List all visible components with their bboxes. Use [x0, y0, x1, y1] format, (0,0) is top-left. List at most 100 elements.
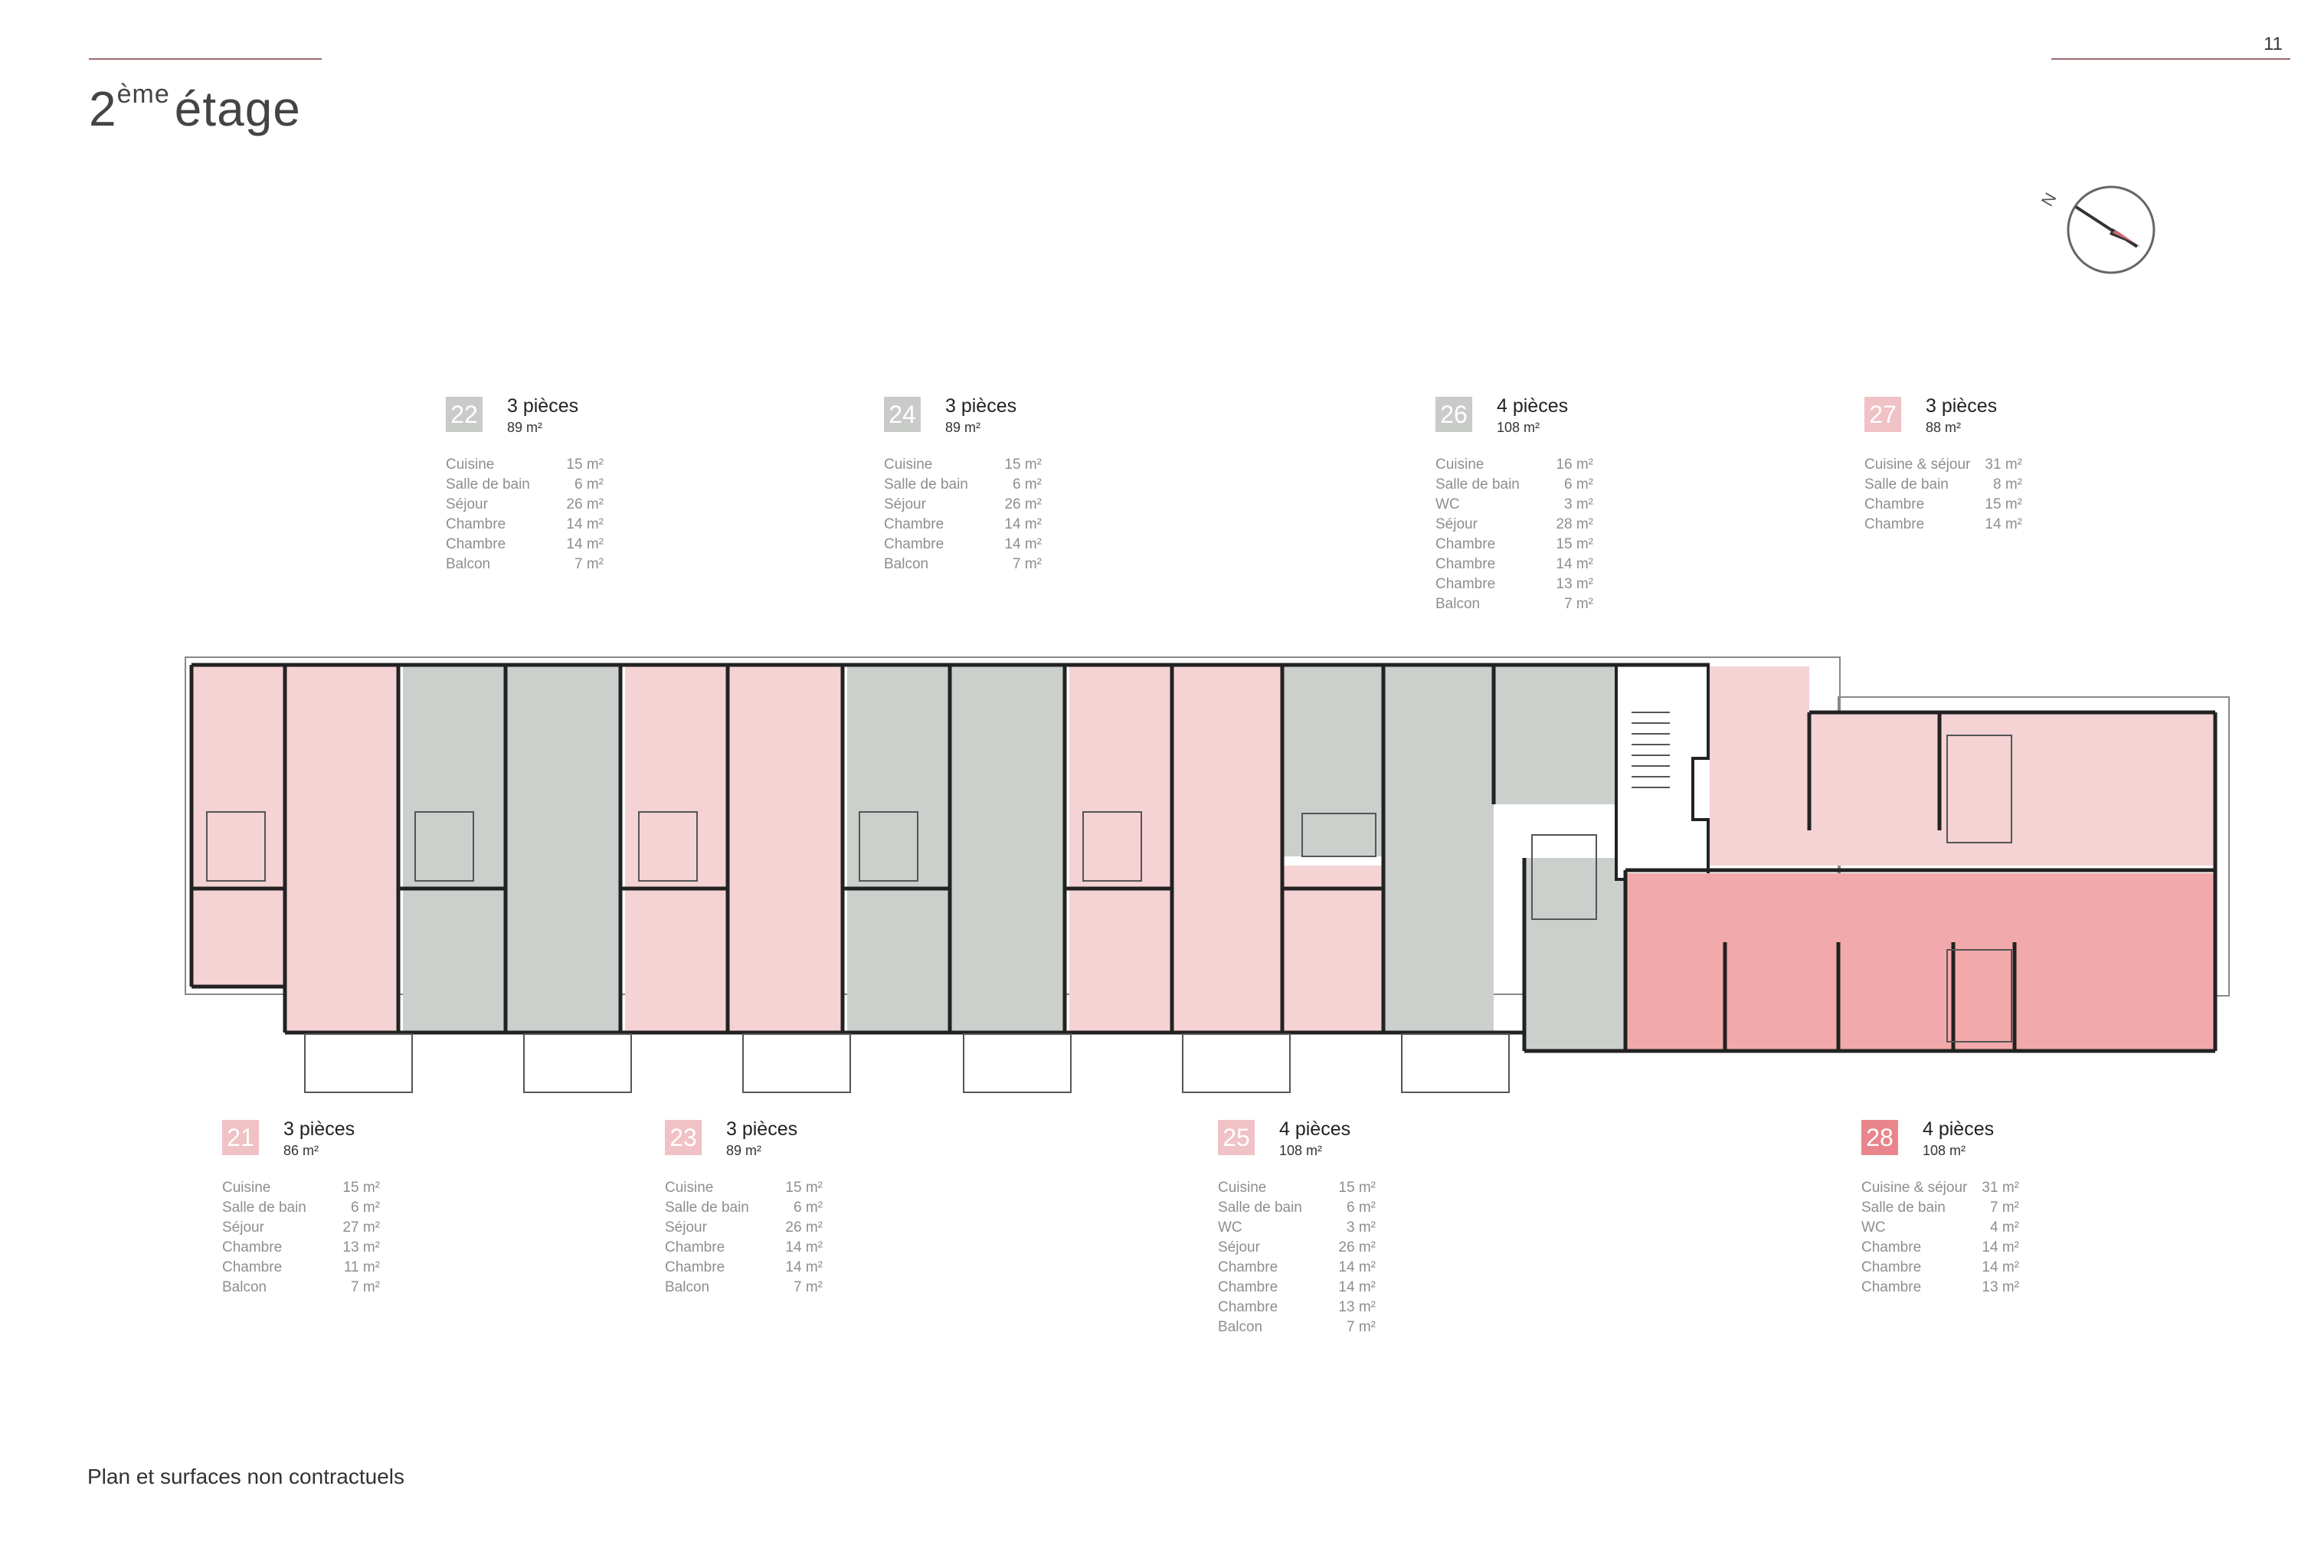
apartment-header: 27 3 pièces 88 m²	[1864, 395, 2022, 440]
room-name: Salle de bain	[222, 1200, 306, 1216]
room-name: WC	[1218, 1219, 1242, 1236]
room-area: 26 m²	[566, 496, 604, 512]
apartment-rooms-count: 3 pièces	[945, 395, 1017, 417]
room-area: 3 m²	[1564, 496, 1593, 512]
room-name: Chambre	[222, 1239, 283, 1255]
room-area: 6 m²	[1347, 1200, 1376, 1216]
room-area: 14 m²	[566, 536, 604, 552]
room-name: Chambre	[222, 1259, 283, 1275]
room-name: Balcon	[1435, 596, 1481, 612]
apartment-number-badge: 21	[222, 1120, 259, 1155]
apartment-total-area: 86 m²	[283, 1143, 319, 1158]
room-area: 14 m²	[1982, 1259, 2019, 1275]
room-area: 7 m²	[1347, 1319, 1376, 1335]
unit-21	[191, 665, 397, 1033]
bathrooms	[206, 735, 2012, 1043]
room-name: Chambre	[1861, 1279, 1922, 1295]
room-area: 26 m²	[1338, 1239, 1376, 1255]
room-name: Chambre	[1435, 536, 1496, 552]
room-name: Séjour	[222, 1219, 264, 1236]
apartment-rooms-count: 3 pièces	[1926, 395, 1998, 417]
apartment-total-area: 89 m²	[507, 420, 543, 435]
room-name: Séjour	[1218, 1239, 1260, 1255]
apartment-rooms-count: 4 pièces	[1923, 1118, 1995, 1140]
apartment-number-badge: 22	[446, 397, 483, 432]
room-row: Balcon 7 m²	[1435, 596, 1593, 616]
room-row: Salle de bain 6 m²	[1218, 1200, 1376, 1219]
room-area: 7 m²	[1564, 596, 1593, 612]
room-area: 7 m²	[351, 1279, 380, 1295]
apartment-number-badge: 24	[884, 397, 921, 432]
room-name: Cuisine & séjour	[1861, 1180, 1968, 1196]
room-row: Cuisine & séjour 31 m²	[1861, 1180, 2019, 1200]
apartment-number-badge: 25	[1218, 1120, 1255, 1155]
room-name: Salle de bain	[1218, 1200, 1302, 1216]
title-rule	[89, 58, 322, 60]
compass-north-label: N	[2038, 189, 2061, 209]
room-area: 14 m²	[1004, 516, 1042, 532]
room-area: 6 m²	[574, 476, 604, 493]
room-area: 15 m²	[566, 457, 604, 473]
unit-25	[1069, 665, 1382, 1033]
room-area: 4 m²	[1990, 1219, 2019, 1236]
room-area: 6 m²	[1013, 476, 1042, 493]
apartment-number-badge: 23	[665, 1120, 702, 1155]
room-area: 14 m²	[1338, 1259, 1376, 1275]
footer-note: Plan et surfaces non contractuels	[87, 1465, 405, 1488]
room-area: 15 m²	[1985, 496, 2022, 512]
room-name: Séjour	[884, 496, 926, 512]
room-area: 13 m²	[1338, 1299, 1376, 1315]
room-name: Chambre	[1861, 1239, 1922, 1255]
room-area: 31 m²	[1985, 457, 2022, 473]
room-row: Séjour 26 m²	[1218, 1239, 1376, 1259]
room-name: Cuisine	[884, 457, 933, 473]
unit-26	[1284, 665, 1625, 1049]
room-name: Séjour	[1435, 516, 1478, 532]
apartment-total-area: 89 m²	[945, 420, 981, 435]
room-area: 14 m²	[1982, 1239, 2019, 1255]
room-area: 26 m²	[785, 1219, 823, 1236]
apartment-total-area: 88 m²	[1926, 420, 1962, 435]
room-name: WC	[1435, 496, 1460, 512]
apartment-total-area: 108 m²	[1497, 420, 1540, 435]
room-area: 31 m²	[1982, 1180, 2019, 1196]
room-area: 13 m²	[342, 1239, 380, 1255]
apartment-total-area: 89 m²	[726, 1143, 762, 1158]
balconies	[304, 1033, 1510, 1093]
north-compass-icon: N	[2038, 185, 2155, 274]
page-number-rule	[2051, 58, 2290, 60]
room-name: Salle de bain	[1435, 476, 1520, 493]
unit-22	[403, 665, 619, 1033]
apartment-header: 24 3 pièces 89 m²	[884, 395, 1042, 440]
apartment-number-badge: 27	[1864, 397, 1901, 432]
room-name: Salle de bain	[884, 476, 968, 493]
room-name: Balcon	[884, 556, 929, 572]
